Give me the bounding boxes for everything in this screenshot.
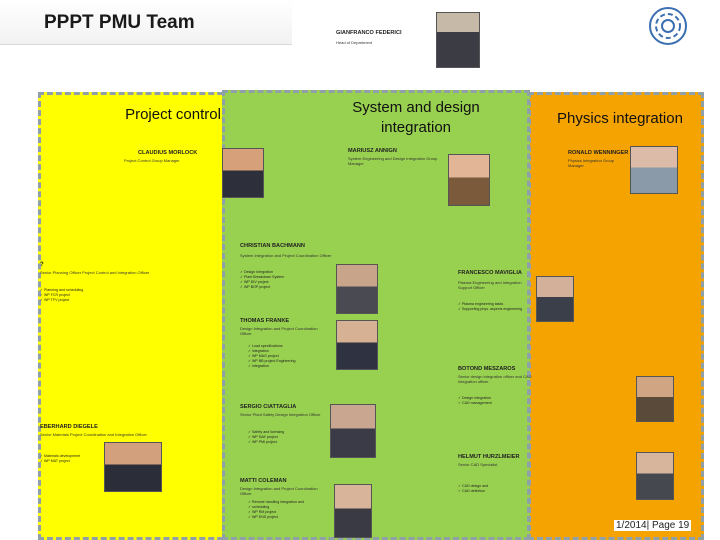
francesco-name: FRANCESCO MAVIGLIA [458, 270, 522, 276]
matti-name: MATTI COLEMAN [240, 478, 287, 484]
matti-photo [334, 484, 372, 538]
page-number: 1/2014| Page 19 [614, 520, 691, 531]
project-control-heading: Project control [108, 106, 238, 123]
mariusz-name: MARIUSZ ANNIGN [348, 148, 397, 154]
leader-photo [436, 12, 480, 68]
matti-role: Design Integration and Project Coordinat… [240, 486, 330, 496]
ronald-photo [630, 146, 678, 194]
mariusz-photo [448, 154, 490, 206]
helmut-role: Senior CAD Specialist [458, 462, 538, 467]
sergio-tasks: Safety and licensingWP SAE projectWP PMI… [248, 430, 284, 445]
eberhard-name: EBERHARD DIEGELE [40, 424, 98, 430]
eberhard-role: Senior Materials Project Coordination an… [40, 432, 150, 437]
leader-role: Head of Department [336, 40, 426, 45]
francesco-photo [536, 276, 574, 322]
thomas-name: THOMAS FRANKE [240, 318, 289, 324]
thomas-photo [336, 320, 378, 370]
botond-role: Senior design integration officer and CA… [458, 374, 538, 384]
page-title: PPPT PMU Team [44, 12, 195, 34]
francesco-role: Plasma Engineering and Integration Suppo… [458, 280, 528, 290]
christian-name: CHRISTIAN BACHMANN [240, 243, 305, 249]
eberhard-photo [104, 442, 162, 492]
ronald-role: Physics Integration Group Manager [568, 158, 628, 168]
organization-logo [648, 6, 688, 46]
christian-photo [336, 264, 378, 314]
vacancy-tasks: Planning and schedulingWP FCR projectWP … [40, 288, 83, 303]
helmut-name: HELMUT HURZLMEIER [458, 454, 520, 460]
botond-tasks: Design integrationCAD management [458, 396, 492, 406]
botond-name: BOTOND MESZAROS [458, 366, 515, 372]
matti-tasks: Remote handling integration andschedulin… [248, 500, 328, 520]
eberhard-tasks: Materials developmentWP MAT project [40, 454, 96, 464]
physics-integration-heading: Physics integration [540, 110, 700, 127]
mariusz-role: System Engineering and Design Integratio… [348, 156, 438, 166]
vacancy-role: Senior Planning Officer Project Control … [40, 270, 180, 275]
sergio-name: SERGIO CIATTAGLIA [240, 404, 296, 410]
sergio-photo [330, 404, 376, 458]
francesco-tasks: Plasma engineering tasksSupporting phys.… [458, 302, 528, 312]
botond-photo [636, 376, 674, 422]
claudius-role: Project Control Group Manager [124, 158, 212, 163]
leader-name: GIANFRANCO FEDERICI [336, 30, 402, 36]
helmut-photo [636, 452, 674, 500]
ronald-name: RONALD WENNINGER [568, 150, 628, 156]
thomas-role: Design Integration and Project Coordinat… [240, 326, 330, 336]
christian-tasks: Design IntegrationPlant Breakdown System… [240, 270, 284, 290]
sergio-role: Senior Plant Safety Design Integration O… [240, 412, 330, 417]
christian-role: System Integration and Project Coordinat… [240, 253, 336, 258]
thomas-tasks: Load specificationsintegration WP MAG pr… [248, 344, 296, 369]
claudius-name: CLAUDIUS MORLOCK [138, 150, 197, 156]
claudius-photo [222, 148, 264, 198]
vacancy-name: ? [40, 262, 44, 268]
system-design-heading: System and design integration [336, 98, 496, 138]
